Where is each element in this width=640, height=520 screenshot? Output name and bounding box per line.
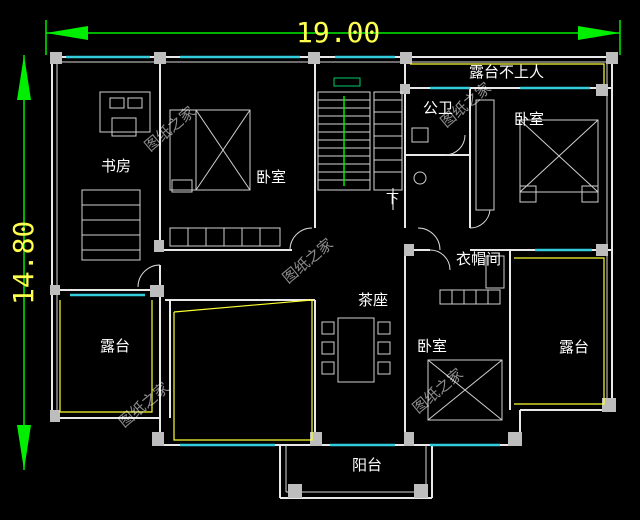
stair-down-label: 下 [386, 192, 399, 207]
watermark-4: 图纸之家 [115, 379, 173, 431]
room-label-terrace-right: 露台 [559, 338, 589, 356]
furniture [81, 91, 599, 421]
doors [137, 134, 491, 288]
room-label-balcony: 阳台 [352, 456, 382, 474]
windows [66, 55, 592, 447]
room-label-bedroom-bottom-right: 卧室 [417, 337, 447, 355]
terrace-outlines [59, 63, 605, 441]
watermark-3: 图纸之家 [279, 235, 337, 287]
dimension-arrow-left-icon [46, 26, 88, 40]
room-labels: 书房 卧室 露台不上人 公卫 卧室 衣帽间 茶座 卧室 露台 露台 阳台 下 [100, 63, 589, 474]
room-label-cloakroom: 衣帽间 [456, 250, 501, 268]
dimension-arrow-up-icon [17, 55, 31, 100]
room-label-study: 书房 [101, 157, 131, 175]
room-label-tea-area: 茶座 [358, 291, 388, 309]
columns [50, 52, 618, 498]
dimension-arrow-right-icon [578, 26, 620, 40]
watermark-5: 图纸之家 [409, 365, 467, 417]
width-dimension-label: 19.00 [296, 16, 380, 49]
room-label-bedroom-top-right: 卧室 [514, 110, 544, 128]
dimension-arrow-down-icon [17, 425, 31, 470]
room-label-bedroom-top-center: 卧室 [256, 168, 286, 186]
staircase [317, 77, 403, 210]
room-label-terrace-no-access: 露台不上人 [469, 63, 544, 81]
height-dimension-label: 14.80 [7, 221, 40, 305]
watermarks: 图纸之家 图纸之家 图纸之家 图纸之家 图纸之家 [115, 79, 495, 431]
room-label-terrace-left: 露台 [100, 337, 130, 355]
room-label-public-bath: 公卫 [423, 99, 453, 117]
height-dimension: 14.80 [7, 55, 40, 470]
width-dimension: 19.00 [45, 16, 621, 55]
